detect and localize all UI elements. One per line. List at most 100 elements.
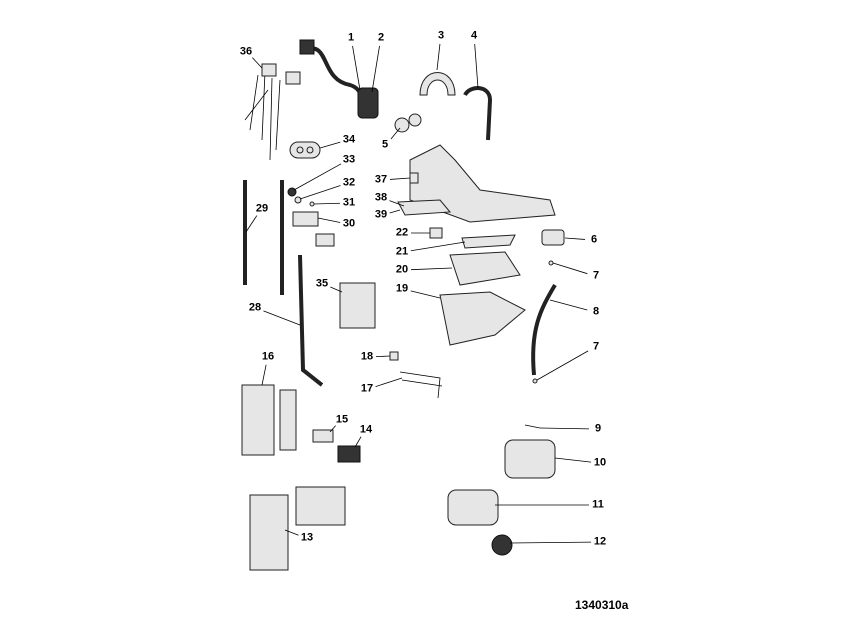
part-label-3: 3 — [437, 29, 445, 42]
part-32 — [294, 196, 302, 204]
part-label-4: 4 — [470, 29, 478, 42]
part-label-8: 8 — [592, 305, 600, 318]
leader-line-9 — [539, 427, 590, 430]
part-label-21: 21 — [395, 245, 409, 258]
part-label-5: 5 — [381, 138, 389, 151]
part-19 — [439, 291, 526, 346]
part-pressure-switch — [541, 229, 565, 246]
part-7a — [548, 260, 554, 266]
part-hose-28 — [298, 254, 324, 387]
part-wiring-harness — [244, 63, 301, 161]
leader-line-12 — [509, 541, 592, 544]
part-label-39: 39 — [374, 208, 388, 221]
part-label-33: 33 — [342, 153, 356, 166]
part-label-30: 30 — [342, 217, 356, 230]
parts-drawings — [241, 39, 565, 571]
leader-line-30 — [317, 217, 341, 223]
part-pump-10 — [504, 439, 556, 479]
part-label-28: 28 — [248, 301, 262, 314]
leader-line-15 — [329, 425, 336, 433]
part-pump-11 — [447, 489, 499, 526]
part-label-36: 36 — [239, 45, 253, 58]
leader-line-7 — [536, 350, 589, 381]
part-label-11: 11 — [592, 498, 604, 511]
leader-line-28 — [263, 310, 301, 326]
part-y-valve — [394, 113, 422, 133]
part-label-6: 6 — [590, 233, 598, 246]
part-label-18: 18 — [360, 350, 374, 363]
leader-line-19 — [410, 290, 441, 299]
part-label-14: 14 — [359, 423, 373, 436]
part-label-15: 15 — [335, 413, 349, 426]
part-7b — [532, 378, 538, 384]
leader-line-7 — [552, 262, 588, 275]
leader-line-37 — [389, 177, 411, 180]
leader-line-6 — [564, 237, 586, 240]
part-filter-12 — [491, 534, 513, 556]
part-label-16: 16 — [261, 350, 275, 363]
part-39 — [397, 199, 452, 216]
part-label-37: 37 — [374, 173, 388, 186]
part-drain-hose — [463, 86, 493, 141]
part-label-10: 10 — [593, 456, 607, 469]
part-label-35: 35 — [315, 277, 329, 290]
leader-line-35 — [330, 286, 343, 293]
leader-line-33 — [293, 163, 342, 191]
leader-line-31 — [313, 202, 341, 205]
part-label-29: 29 — [255, 202, 269, 215]
leader-line-4 — [474, 43, 479, 89]
leader-line-32 — [299, 185, 341, 200]
leader-line-14 — [354, 436, 362, 448]
part-module-35 — [339, 282, 376, 329]
part-label-32: 32 — [342, 176, 356, 189]
leader-line-10 — [554, 457, 592, 463]
leader-line-39 — [389, 209, 401, 214]
part-label-38: 38 — [374, 191, 388, 204]
leader-line-2 — [371, 45, 380, 93]
part-18 — [389, 351, 399, 361]
part-label-2: 2 — [377, 31, 385, 44]
leader-line-34 — [319, 141, 341, 149]
leader-line-21 — [410, 241, 466, 252]
part-clamp — [419, 72, 456, 96]
part-heater — [399, 371, 443, 399]
part-label-1: 1 — [347, 31, 355, 44]
leader-line-1 — [352, 45, 361, 91]
leader-line-16 — [261, 364, 267, 386]
part-label-22: 22 — [395, 226, 409, 239]
leader-line-13 — [284, 529, 299, 536]
leader-line-5 — [390, 127, 401, 140]
part-21 — [461, 234, 516, 249]
leader-line-17 — [375, 377, 403, 387]
part-22 — [429, 227, 443, 239]
leader-line-20 — [410, 267, 453, 271]
leader-line-18 — [375, 355, 391, 358]
part-board-16a — [241, 384, 275, 456]
part-door-lock — [292, 211, 319, 227]
part-label-12: 12 — [593, 535, 607, 548]
part-board-16b — [279, 389, 297, 451]
leader-line-8 — [549, 299, 588, 311]
part-38 — [409, 172, 419, 184]
part-14 — [337, 445, 361, 463]
part-label-19: 19 — [395, 282, 409, 295]
part-label-31: 31 — [342, 196, 356, 209]
part-label-20: 20 — [395, 263, 409, 276]
part-20 — [449, 251, 521, 286]
part-13a — [249, 494, 289, 571]
part-30b — [315, 233, 335, 247]
leader-line-38 — [389, 200, 405, 207]
part-label-17: 17 — [360, 382, 374, 395]
part-hose-8 — [531, 283, 557, 376]
part-label-7: 7 — [592, 340, 600, 353]
figure-code: 1340310a — [575, 598, 629, 612]
part-label-34: 34 — [342, 133, 356, 146]
part-15 — [312, 429, 334, 443]
leader-line-29 — [245, 215, 258, 233]
part-power-cord — [299, 39, 379, 119]
part-grommet — [289, 141, 321, 159]
part-label-7: 7 — [592, 269, 600, 282]
part-label-9: 9 — [594, 422, 602, 435]
leader-line-36 — [252, 57, 263, 69]
